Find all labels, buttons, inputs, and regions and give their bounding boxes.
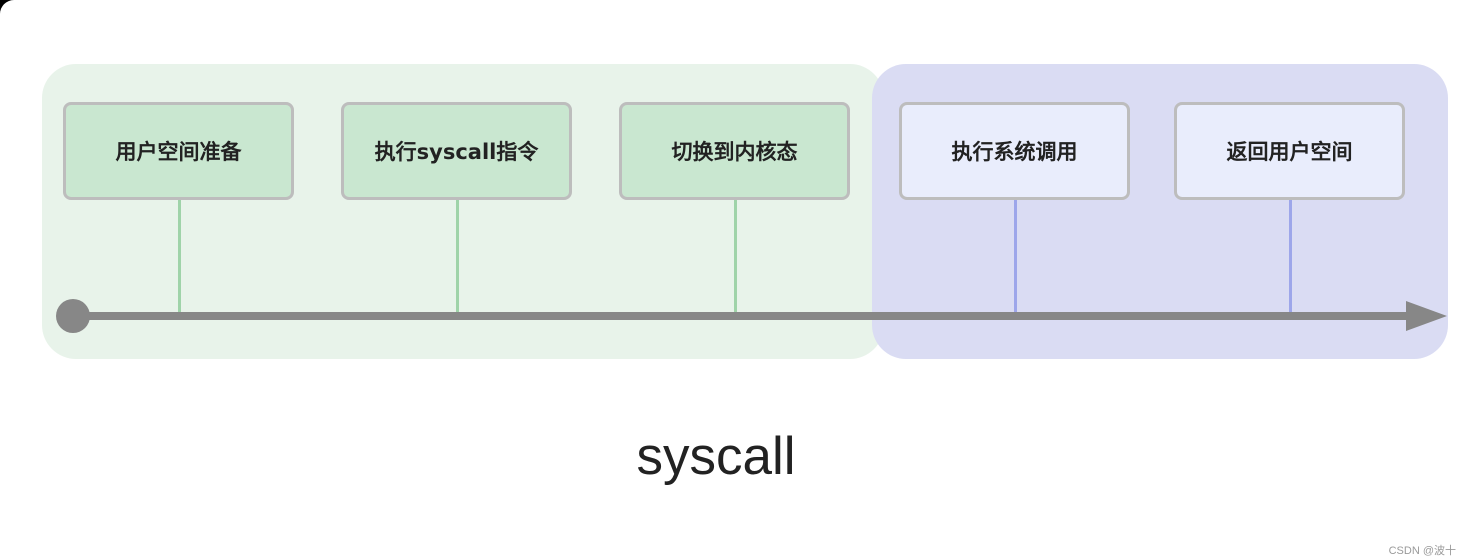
step-connector-exec-syscall xyxy=(1014,200,1017,316)
watermark: CSDN @波十 xyxy=(1388,545,1456,557)
step-connector-user-prep xyxy=(178,200,181,316)
timeline-start-dot xyxy=(56,299,90,333)
step-connector-syscall-instruction xyxy=(456,200,459,316)
step-switch-to-kernel-mode: 切换到内核态 xyxy=(619,102,850,200)
diagram-caption: syscall xyxy=(636,427,796,486)
step-user-space-prep: 用户空间准备 xyxy=(63,102,294,200)
timeline-arrowhead xyxy=(1406,301,1447,331)
step-exec-system-call: 执行系统调用 xyxy=(899,102,1130,200)
step-return-user-space: 返回用户空间 xyxy=(1174,102,1405,200)
step-connector-switch-kernel xyxy=(734,200,737,316)
step-exec-syscall-instruction: 执行syscall指令 xyxy=(341,102,572,200)
step-connector-return-user xyxy=(1289,200,1292,316)
